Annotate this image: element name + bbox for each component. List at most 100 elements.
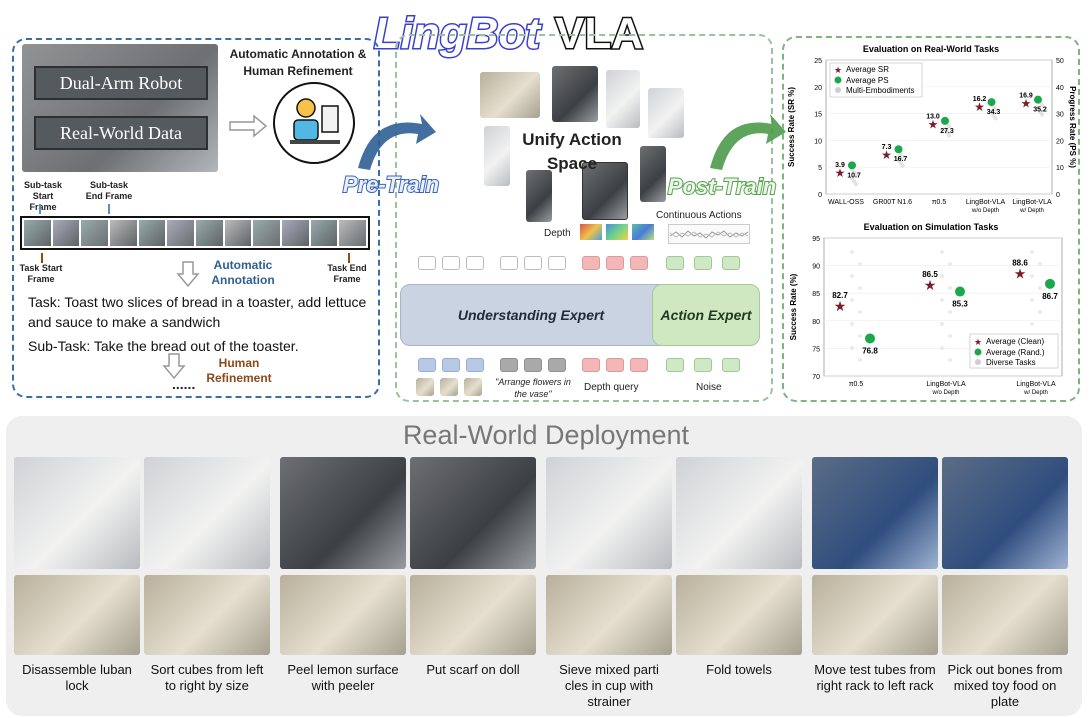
sim-chart-title: Evaluation on Simulation Tasks — [864, 222, 999, 232]
frame-image — [310, 220, 338, 246]
robot-image — [552, 66, 598, 122]
ps-value-label: 35.2 — [1033, 107, 1047, 114]
ellipsis: ...... — [172, 376, 196, 392]
real-world-chart: Evaluation on Real-World Tasks 051015202… — [787, 44, 1076, 214]
task-caption: Pick out bones from mixed toy food on pl… — [947, 662, 1063, 709]
robot-image — [526, 170, 552, 222]
diverse-task-dot — [1030, 298, 1034, 302]
ps-value-label: 10.7 — [847, 172, 861, 179]
svg-text:Pre-Train: Pre-Train — [343, 172, 439, 197]
diverse-task-dot — [940, 346, 944, 350]
sr-point: ★ — [974, 100, 985, 114]
multi-embodiment-dot — [993, 115, 998, 121]
depth-map-image — [632, 224, 654, 240]
ps-value-label: 27.3 — [940, 128, 954, 135]
diverse-task-dot — [1030, 322, 1034, 326]
task-caption: Peel lemon surface with peeler — [287, 662, 399, 693]
ps-point — [987, 98, 996, 107]
robot-image — [606, 70, 640, 128]
task-photo — [410, 457, 536, 569]
task-photo — [812, 457, 938, 569]
task-photo — [942, 575, 1068, 655]
title-logo: LingBot VLA — [372, 8, 644, 60]
sr-value-label: 16.9 — [1019, 92, 1033, 99]
data-collage-image — [22, 44, 218, 172]
frame-image — [339, 220, 367, 246]
real-chart-ylabel-left: Success Rate (SR %) — [787, 87, 796, 167]
depth-output-token — [582, 256, 600, 270]
frame-image — [253, 220, 281, 246]
output-token — [466, 256, 484, 270]
tick-label-right: 0 — [1056, 192, 1060, 199]
tick-label-right: 40 — [1056, 85, 1064, 92]
multi-embodiment-dot — [946, 124, 952, 129]
image-input-token — [442, 358, 460, 372]
ps-point — [894, 145, 903, 154]
robot-image — [480, 72, 540, 118]
legend-dot-icon — [835, 87, 841, 93]
frame-image — [196, 220, 223, 246]
task-photo — [410, 575, 536, 655]
frame-image — [138, 220, 166, 246]
title-lingbot: LingBot — [374, 9, 543, 58]
rand-value-label: 86.7 — [1042, 292, 1058, 301]
deployment-title: Real-World Deployment — [402, 420, 690, 450]
diverse-task-dot — [850, 250, 854, 254]
diverse-task-dot — [948, 358, 952, 362]
sr-point: ★ — [1021, 96, 1032, 110]
task-photo — [14, 575, 140, 655]
automatic-annotation-label: Automatic Annotation — [211, 258, 275, 287]
diverse-task-dot — [948, 310, 952, 314]
tick-label: 95 — [812, 236, 820, 243]
legend-circle-icon — [974, 348, 982, 356]
diverse-task-dot — [850, 274, 854, 278]
legend-diverse-tasks: Diverse Tasks — [986, 358, 1036, 367]
diverse-task-dot — [1030, 250, 1034, 254]
robot-image — [582, 162, 628, 220]
action-trajectory-icon — [668, 224, 750, 244]
text-input-token — [524, 358, 542, 372]
camera-image — [440, 378, 458, 396]
multi-embodiment-dot — [1039, 112, 1045, 117]
action-output-token — [694, 256, 712, 270]
sr-value-label: 3.9 — [835, 162, 845, 169]
tick-label-right: 50 — [1056, 58, 1064, 65]
frame-image — [167, 220, 195, 246]
frame-image — [24, 220, 51, 246]
multi-embodiment-dot — [853, 181, 859, 187]
diverse-task-dot — [940, 322, 944, 326]
instruction-text: "Arrange flowers in the vase" — [495, 377, 571, 399]
text-input-token — [548, 358, 566, 372]
diverse-task-dot — [1038, 262, 1042, 266]
continuous-actions-label: Continuous Actions — [656, 210, 742, 221]
tick-label: 80 — [812, 319, 820, 326]
output-token — [548, 256, 566, 270]
depth-map-image — [580, 224, 602, 240]
legend-multi-embodiments: Multi-Embodiments — [846, 86, 914, 95]
rand-value-label: 76.8 — [862, 346, 878, 355]
task-photo — [280, 457, 406, 569]
legend-avg-clean: Average (Clean) — [986, 337, 1044, 346]
tick-label: 75 — [812, 346, 820, 353]
tick-label-right: 30 — [1056, 112, 1064, 119]
model-panel — [395, 34, 773, 402]
posttrain-label: Post-Train — [667, 173, 777, 200]
data-annotation-panel — [12, 38, 380, 398]
task-caption: Move test tubes from right rack to left … — [814, 662, 936, 693]
diverse-task-dot — [858, 334, 862, 338]
camera-image — [416, 378, 434, 396]
tick-label-left: 5 — [818, 165, 822, 172]
subtask-end-label: Sub-task End Frame — [85, 180, 133, 201]
rand-point — [865, 333, 875, 344]
sr-point: ★ — [835, 166, 846, 180]
task-caption: Fold towels — [706, 662, 772, 677]
legend-star-icon: ★ — [974, 337, 982, 347]
ps-point — [941, 116, 949, 125]
ps-value-label: 34.3 — [987, 109, 1001, 116]
tick-label-right: 10 — [1056, 165, 1064, 172]
task-end-label: Task End Frame — [327, 263, 367, 284]
output-token — [442, 256, 460, 270]
clean-value-label: 82.7 — [832, 291, 848, 300]
